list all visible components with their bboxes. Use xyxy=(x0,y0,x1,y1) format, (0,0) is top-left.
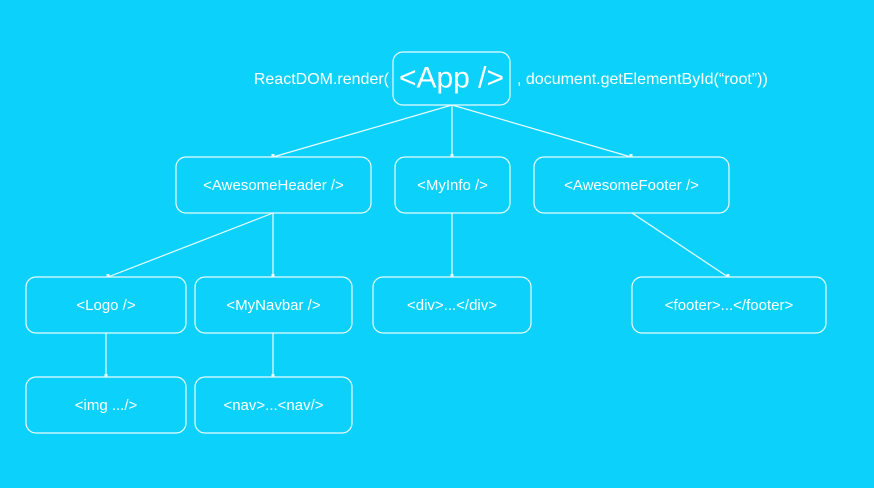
node-box-logo xyxy=(25,276,187,334)
arrow-tip-icon xyxy=(271,154,275,157)
node-box-my-info xyxy=(394,156,511,214)
reactdom-render-prefix-text: ReactDOM.render( xyxy=(254,71,390,88)
node-nav[interactable]: <nav>...<nav/> xyxy=(194,376,353,434)
getelementbyid-suffix-text: , document.getElementById(“root”)) xyxy=(517,71,768,88)
node-box-footer xyxy=(631,276,827,334)
node-label-nav: <nav>...<nav/> xyxy=(223,397,323,414)
connector-awesome-header-to-logo xyxy=(107,212,274,278)
node-label-app: <App /> xyxy=(399,61,504,94)
node-label-my-info: <MyInfo /> xyxy=(417,177,488,194)
node-my-info[interactable]: <MyInfo /> xyxy=(394,156,511,214)
node-awesome-footer[interactable]: <AwesomeFooter /> xyxy=(533,156,730,214)
node-box-awesome-header xyxy=(175,156,372,214)
arrow-tip-icon xyxy=(726,274,730,277)
node-logo[interactable]: <Logo /> xyxy=(25,276,187,334)
node-label-logo: <Logo /> xyxy=(76,297,135,314)
node-box-awesome-footer xyxy=(533,156,730,214)
node-app[interactable]: <App /> xyxy=(392,51,511,106)
connector-app-to-awesome-header xyxy=(272,104,453,158)
node-label-awesome-footer: <AwesomeFooter /> xyxy=(564,177,699,194)
node-label-my-navbar: <MyNavbar /> xyxy=(226,297,320,314)
node-box-nav xyxy=(194,376,353,434)
arrow-tip-icon xyxy=(271,274,275,277)
node-label-div: <div>...</div> xyxy=(407,297,497,314)
nodes-group: <App /> <AwesomeHeader /> <MyInfo /> <Aweso… xyxy=(25,51,827,434)
connector-awesome-footer-to-footer xyxy=(631,212,729,278)
node-my-navbar[interactable]: <MyNavbar /> xyxy=(194,276,353,334)
node-awesome-header[interactable]: <AwesomeHeader /> xyxy=(175,156,372,214)
node-box-my-navbar xyxy=(194,276,353,334)
arrow-tip-icon xyxy=(450,154,454,157)
node-box-div xyxy=(372,276,532,334)
connector-app-to-awesome-footer xyxy=(451,104,632,158)
arrow-tip-icon xyxy=(450,274,454,277)
node-div[interactable]: <div>...</div> xyxy=(372,276,532,334)
connector-lines-group xyxy=(104,104,730,377)
arrow-tip-icon xyxy=(271,374,275,377)
node-label-awesome-header: <AwesomeHeader /> xyxy=(203,177,344,194)
arrow-tip-icon xyxy=(106,274,110,277)
node-footer[interactable]: <footer>...</footer> xyxy=(631,276,827,334)
node-img[interactable]: <img .../> xyxy=(25,376,187,434)
node-label-img: <img .../> xyxy=(75,397,138,414)
node-label-footer: <footer>...</footer> xyxy=(665,297,794,314)
node-box-app xyxy=(392,51,511,106)
arrow-tip-icon xyxy=(629,154,633,157)
node-box-img xyxy=(25,376,187,434)
arrow-tip-icon xyxy=(104,374,108,377)
